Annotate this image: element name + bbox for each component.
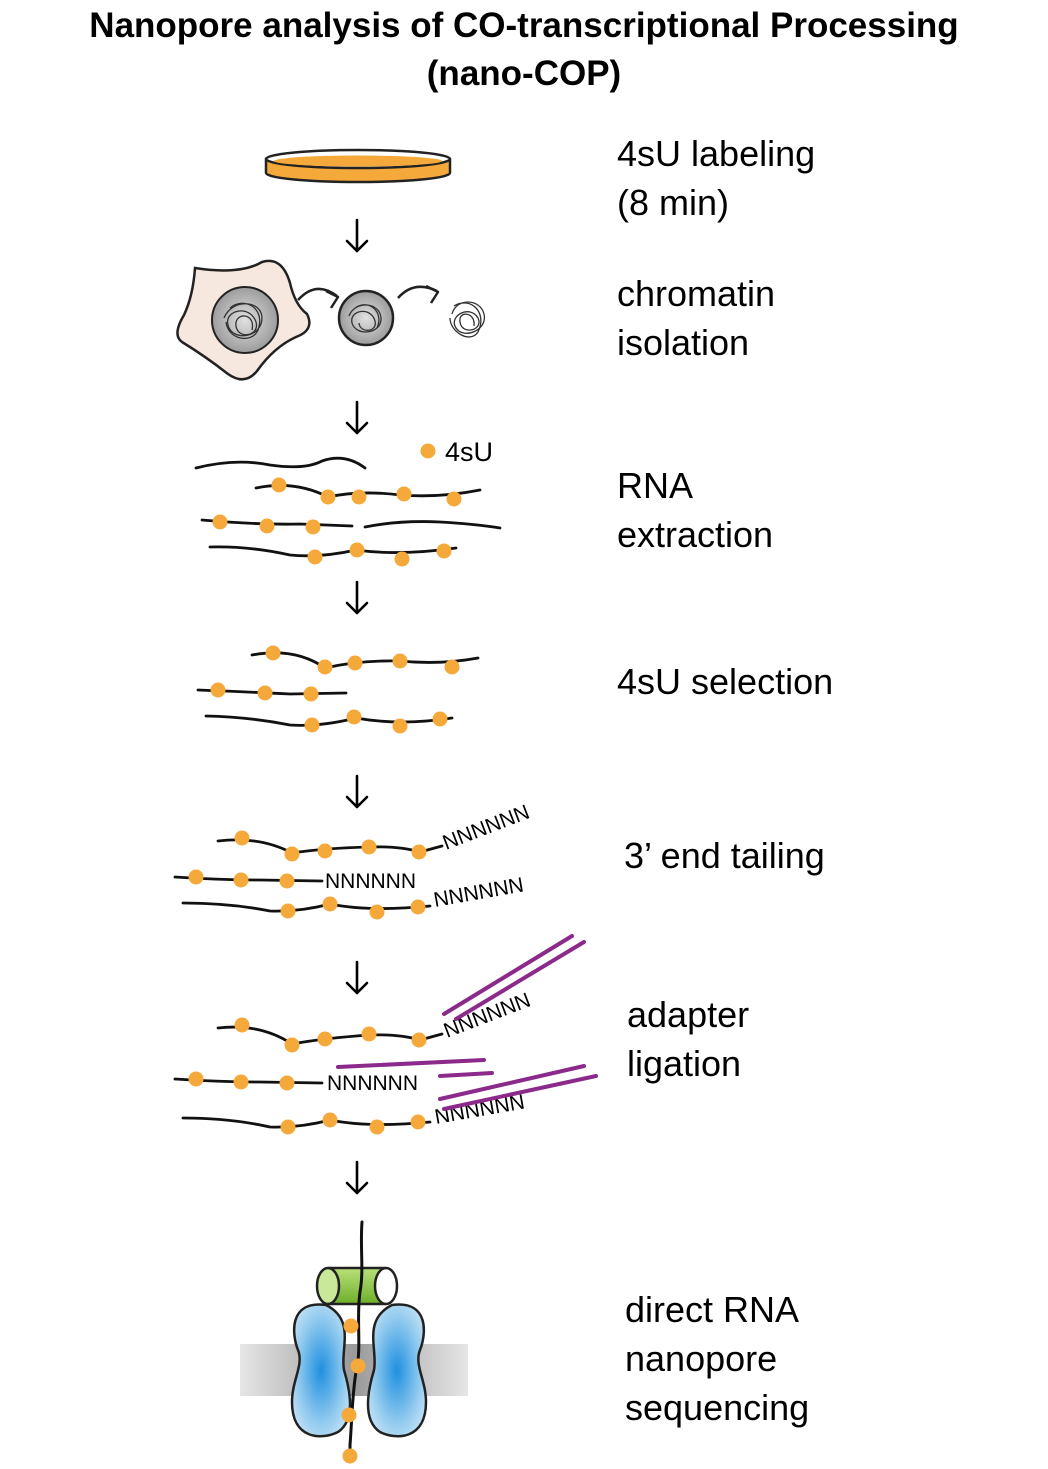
step-3-label: RNA extraction <box>617 461 773 559</box>
poly-n-tail-1: NNNNNN <box>441 989 534 1043</box>
step-4-line-1: 4sU selection <box>617 661 834 702</box>
step-6-line-1: adapter <box>627 994 750 1035</box>
poly-n-tail-2: NNNNNN <box>325 870 416 893</box>
step-1-line-2: (8 min) <box>617 182 730 223</box>
step-7-line-3: sequencing <box>625 1387 810 1428</box>
rna-strand-through-pore <box>348 1220 364 1464</box>
poly-n-tail-3: NNNNNN <box>432 873 526 911</box>
step-7-line-2: nanopore <box>625 1338 778 1379</box>
step-6-label: adapter ligation <box>627 990 749 1088</box>
step-6-line-2: ligation <box>627 1043 742 1084</box>
step-1-label: 4sU labeling (8 min) <box>617 129 815 227</box>
adapter-strands <box>336 934 598 1111</box>
diagram-subtitle: (nano-COP) <box>426 54 622 93</box>
down-arrow-icon <box>345 774 369 809</box>
step-3-line-1: RNA <box>617 465 694 506</box>
labeled-rna-strands-icon <box>196 645 480 734</box>
step-2-line-2: isolation <box>617 322 750 363</box>
pore-protein-right <box>366 1303 428 1438</box>
poly-n-tail-1: NNNNNN <box>440 801 533 855</box>
poly-n-tail-2: NNNNNN <box>327 1072 418 1095</box>
culture-dish-icon <box>264 148 452 184</box>
step-1-line-1: 4sU labeling <box>617 133 816 174</box>
down-arrow-icon <box>345 218 369 253</box>
down-arrow-icon <box>345 960 369 995</box>
cell-to-chromatin-icon <box>176 259 485 381</box>
down-arrow-icon <box>345 580 369 615</box>
down-arrow-icon <box>345 400 369 435</box>
4su-label-dots <box>212 443 462 567</box>
diagram-title: Nanopore analysis of CO-transcriptional … <box>89 6 959 45</box>
down-arrow-icon <box>345 1160 369 1195</box>
step-3-line-2: extraction <box>617 514 774 555</box>
step-7-label: direct RNA nanopore sequencing <box>625 1285 809 1432</box>
step-7-line-1: direct RNA <box>625 1289 800 1330</box>
adapter-ligated-rna-icon: NNNNNN NNNNNN NNNNNN <box>173 934 598 1135</box>
step-2-label: chromatin isolation <box>617 269 775 367</box>
nanopore-icon <box>240 1220 468 1464</box>
step-4-label: 4sU selection <box>617 657 833 706</box>
pore-protein-left <box>290 1303 352 1438</box>
legend-4su-label: 4sU <box>445 437 493 467</box>
step-5-line-1: 3’ end tailing <box>624 835 825 876</box>
motor-protein <box>315 1266 399 1306</box>
rna-strands-icon <box>194 456 502 558</box>
step-2-line-1: chromatin <box>617 273 776 314</box>
step-5-label: 3’ end tailing <box>624 831 825 880</box>
tailed-rna-strands-icon: NNNNNN NNNNNN NNNNNN <box>173 801 533 920</box>
